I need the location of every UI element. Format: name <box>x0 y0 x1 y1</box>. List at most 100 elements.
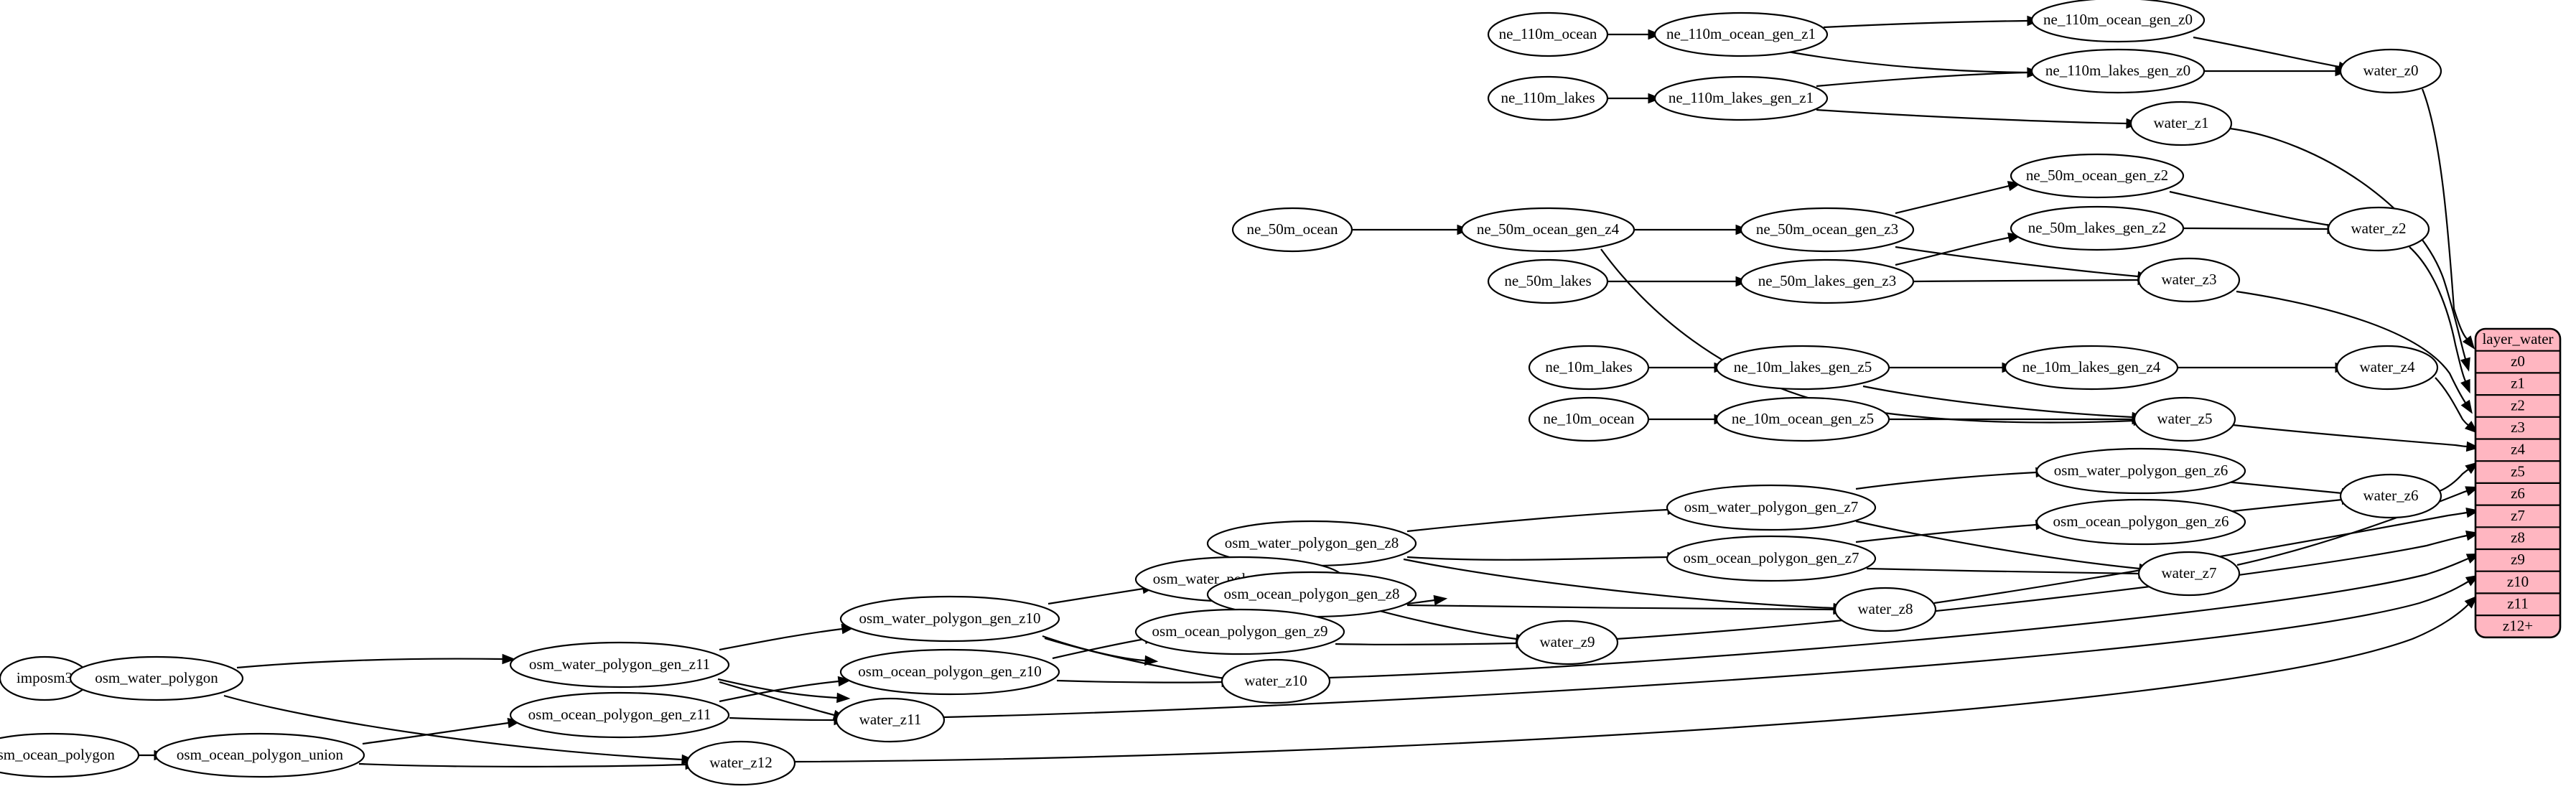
node-ellipse[interactable] <box>509 641 730 688</box>
node-ellipse[interactable] <box>1231 207 1353 253</box>
node-imposm3[interactable]: imposm3 <box>0 655 90 701</box>
node-ellipse[interactable] <box>2010 153 2185 199</box>
node-ellipse[interactable] <box>2339 473 2442 519</box>
node-osm_water_polygon_gen_z11[interactable]: osm_water_polygon_gen_z11 <box>509 641 730 688</box>
node-ellipse[interactable] <box>2339 48 2442 94</box>
node-ne_110m_ocean_gen_z1[interactable]: ne_110m_ocean_gen_z1 <box>1653 11 1829 57</box>
node-ne_10m_lakes_gen_z4[interactable]: ne_10m_lakes_gen_z4 <box>2004 345 2179 391</box>
node-osm_ocean_polygon_gen_z11[interactable]: osm_ocean_polygon_gen_z11 <box>509 691 730 739</box>
node-ellipse[interactable] <box>839 595 1060 643</box>
node-ellipse[interactable] <box>1221 658 1331 704</box>
node-ellipse[interactable] <box>835 697 946 743</box>
table-row-label-z11[interactable]: z11 <box>2507 595 2529 612</box>
node-ellipse[interactable] <box>1666 535 1877 582</box>
node-ne_10m_lakes_gen_z5[interactable]: ne_10m_lakes_gen_z5 <box>1715 345 1890 391</box>
node-ellipse[interactable] <box>1715 396 1890 442</box>
node-water_z9[interactable]: water_z9 <box>1516 620 1619 666</box>
node-water_z8[interactable]: water_z8 <box>1834 587 1937 632</box>
node-ellipse[interactable] <box>2035 498 2246 546</box>
node-water_z6[interactable]: water_z6 <box>2339 473 2442 519</box>
node-water_z0[interactable]: water_z0 <box>2339 48 2442 94</box>
node-ellipse[interactable] <box>2030 48 2206 94</box>
node-ellipse[interactable] <box>1487 11 1609 57</box>
node-ellipse[interactable] <box>154 732 365 778</box>
table-row-label-z4[interactable]: z4 <box>2511 441 2525 458</box>
node-water_z5[interactable]: water_z5 <box>2133 396 2236 442</box>
node-ne_50m_ocean[interactable]: ne_50m_ocean <box>1231 207 1353 253</box>
table-row-label-z6[interactable]: z6 <box>2511 485 2525 502</box>
node-ne_50m_ocean_gen_z3[interactable]: ne_50m_ocean_gen_z3 <box>1740 207 1915 253</box>
node-ne_50m_ocean_gen_z4[interactable]: ne_50m_ocean_gen_z4 <box>1460 207 1635 253</box>
node-ellipse[interactable] <box>2004 345 2179 391</box>
table-row-label-z1[interactable]: z1 <box>2511 375 2525 392</box>
node-ellipse[interactable] <box>1460 207 1635 253</box>
node-ellipse[interactable] <box>1715 345 1890 391</box>
node-ellipse[interactable] <box>2035 447 2246 495</box>
node-water_z7[interactable]: water_z7 <box>2137 551 2241 597</box>
node-ne_50m_ocean_gen_z2[interactable]: ne_50m_ocean_gen_z2 <box>2010 153 2185 199</box>
node-ne_110m_ocean_gen_z0[interactable]: ne_110m_ocean_gen_z0 <box>2030 0 2206 43</box>
node-ellipse[interactable] <box>1653 11 1829 57</box>
node-ne_10m_lakes[interactable]: ne_10m_lakes <box>1528 345 1650 391</box>
node-osm_water_polygon_gen_z7[interactable]: osm_water_polygon_gen_z7 <box>1666 484 1877 531</box>
node-ne_110m_ocean[interactable]: ne_110m_ocean <box>1487 11 1609 57</box>
table-row-label-z5[interactable]: z5 <box>2511 462 2525 480</box>
node-ne_50m_lakes_gen_z2[interactable]: ne_50m_lakes_gen_z2 <box>2010 205 2185 251</box>
node-osm_water_polygon_gen_z10[interactable]: osm_water_polygon_gen_z10 <box>839 595 1060 643</box>
node-ne_110m_lakes_gen_z0[interactable]: ne_110m_lakes_gen_z0 <box>2030 48 2206 94</box>
node-ne_110m_lakes_gen_z1[interactable]: ne_110m_lakes_gen_z1 <box>1653 75 1829 121</box>
node-ellipse[interactable] <box>0 732 140 778</box>
node-ellipse[interactable] <box>1528 345 1650 391</box>
node-ne_10m_ocean_gen_z5[interactable]: ne_10m_ocean_gen_z5 <box>1715 396 1890 442</box>
node-ne_50m_lakes[interactable]: ne_50m_lakes <box>1487 258 1609 304</box>
node-osm_ocean_polygon[interactable]: osm_ocean_polygon <box>0 732 140 778</box>
node-ellipse[interactable] <box>69 655 244 701</box>
node-ellipse[interactable] <box>2133 396 2236 442</box>
node-osm_ocean_polygon_gen_z10[interactable]: osm_ocean_polygon_gen_z10 <box>839 648 1060 696</box>
node-ellipse[interactable] <box>1516 620 1619 666</box>
node-osm_water_polygon_gen_z6[interactable]: osm_water_polygon_gen_z6 <box>2035 447 2246 495</box>
node-osm_ocean_polygon_gen_z7[interactable]: osm_ocean_polygon_gen_z7 <box>1666 535 1877 582</box>
node-water_z12[interactable]: water_z12 <box>686 740 796 786</box>
table-row-label-z7[interactable]: z7 <box>2511 507 2525 524</box>
node-ellipse[interactable] <box>1740 258 1915 304</box>
node-water_z1[interactable]: water_z1 <box>2129 101 2233 146</box>
node-ellipse[interactable] <box>2030 0 2206 43</box>
node-water_z10[interactable]: water_z10 <box>1221 658 1331 704</box>
node-ellipse[interactable] <box>686 740 796 786</box>
node-ellipse[interactable] <box>2010 205 2185 251</box>
node-ellipse[interactable] <box>1740 207 1915 253</box>
node-ellipse[interactable] <box>2327 206 2430 252</box>
node-water_z3[interactable]: water_z3 <box>2137 257 2241 303</box>
table-row-label-z3[interactable]: z3 <box>2511 419 2525 436</box>
node-ellipse[interactable] <box>1487 258 1609 304</box>
table-row-label-z12+[interactable]: z12+ <box>2503 617 2533 634</box>
node-ellipse[interactable] <box>1134 608 1345 655</box>
node-osm_water_polygon_gen_z8[interactable]: osm_water_polygon_gen_z8 <box>1206 520 1417 567</box>
table-row-label-z2[interactable]: z2 <box>2511 396 2525 414</box>
node-ellipse[interactable] <box>839 648 1060 696</box>
node-water_z4[interactable]: water_z4 <box>2335 345 2439 391</box>
table-row-label-z0[interactable]: z0 <box>2511 353 2525 370</box>
table-row-label-z10[interactable]: z10 <box>2507 573 2529 590</box>
node-osm_ocean_polygon_gen_z9[interactable]: osm_ocean_polygon_gen_z9 <box>1134 608 1345 655</box>
node-ne_10m_ocean[interactable]: ne_10m_ocean <box>1528 396 1650 442</box>
node-osm_water_polygon[interactable]: osm_water_polygon <box>69 655 244 701</box>
node-osm_ocean_polygon_union[interactable]: osm_ocean_polygon_union <box>154 732 365 778</box>
node-osm_ocean_polygon_gen_z6[interactable]: osm_ocean_polygon_gen_z6 <box>2035 498 2246 546</box>
node-ne_50m_lakes_gen_z3[interactable]: ne_50m_lakes_gen_z3 <box>1740 258 1915 304</box>
node-ellipse[interactable] <box>1487 75 1609 121</box>
node-ellipse[interactable] <box>2137 551 2241 597</box>
node-ellipse[interactable] <box>1653 75 1829 121</box>
node-ellipse[interactable] <box>509 691 730 739</box>
node-ellipse[interactable] <box>1834 587 1937 632</box>
node-ellipse[interactable] <box>2335 345 2439 391</box>
table-row-label-z9[interactable]: z9 <box>2511 551 2525 568</box>
node-ellipse[interactable] <box>2129 101 2233 146</box>
node-water_z11[interactable]: water_z11 <box>835 697 946 743</box>
node-water_z2[interactable]: water_z2 <box>2327 206 2430 252</box>
node-ellipse[interactable] <box>1666 484 1877 531</box>
node-ne_110m_lakes[interactable]: ne_110m_lakes <box>1487 75 1609 121</box>
node-ellipse[interactable] <box>2137 257 2241 303</box>
node-ellipse[interactable] <box>1528 396 1650 442</box>
